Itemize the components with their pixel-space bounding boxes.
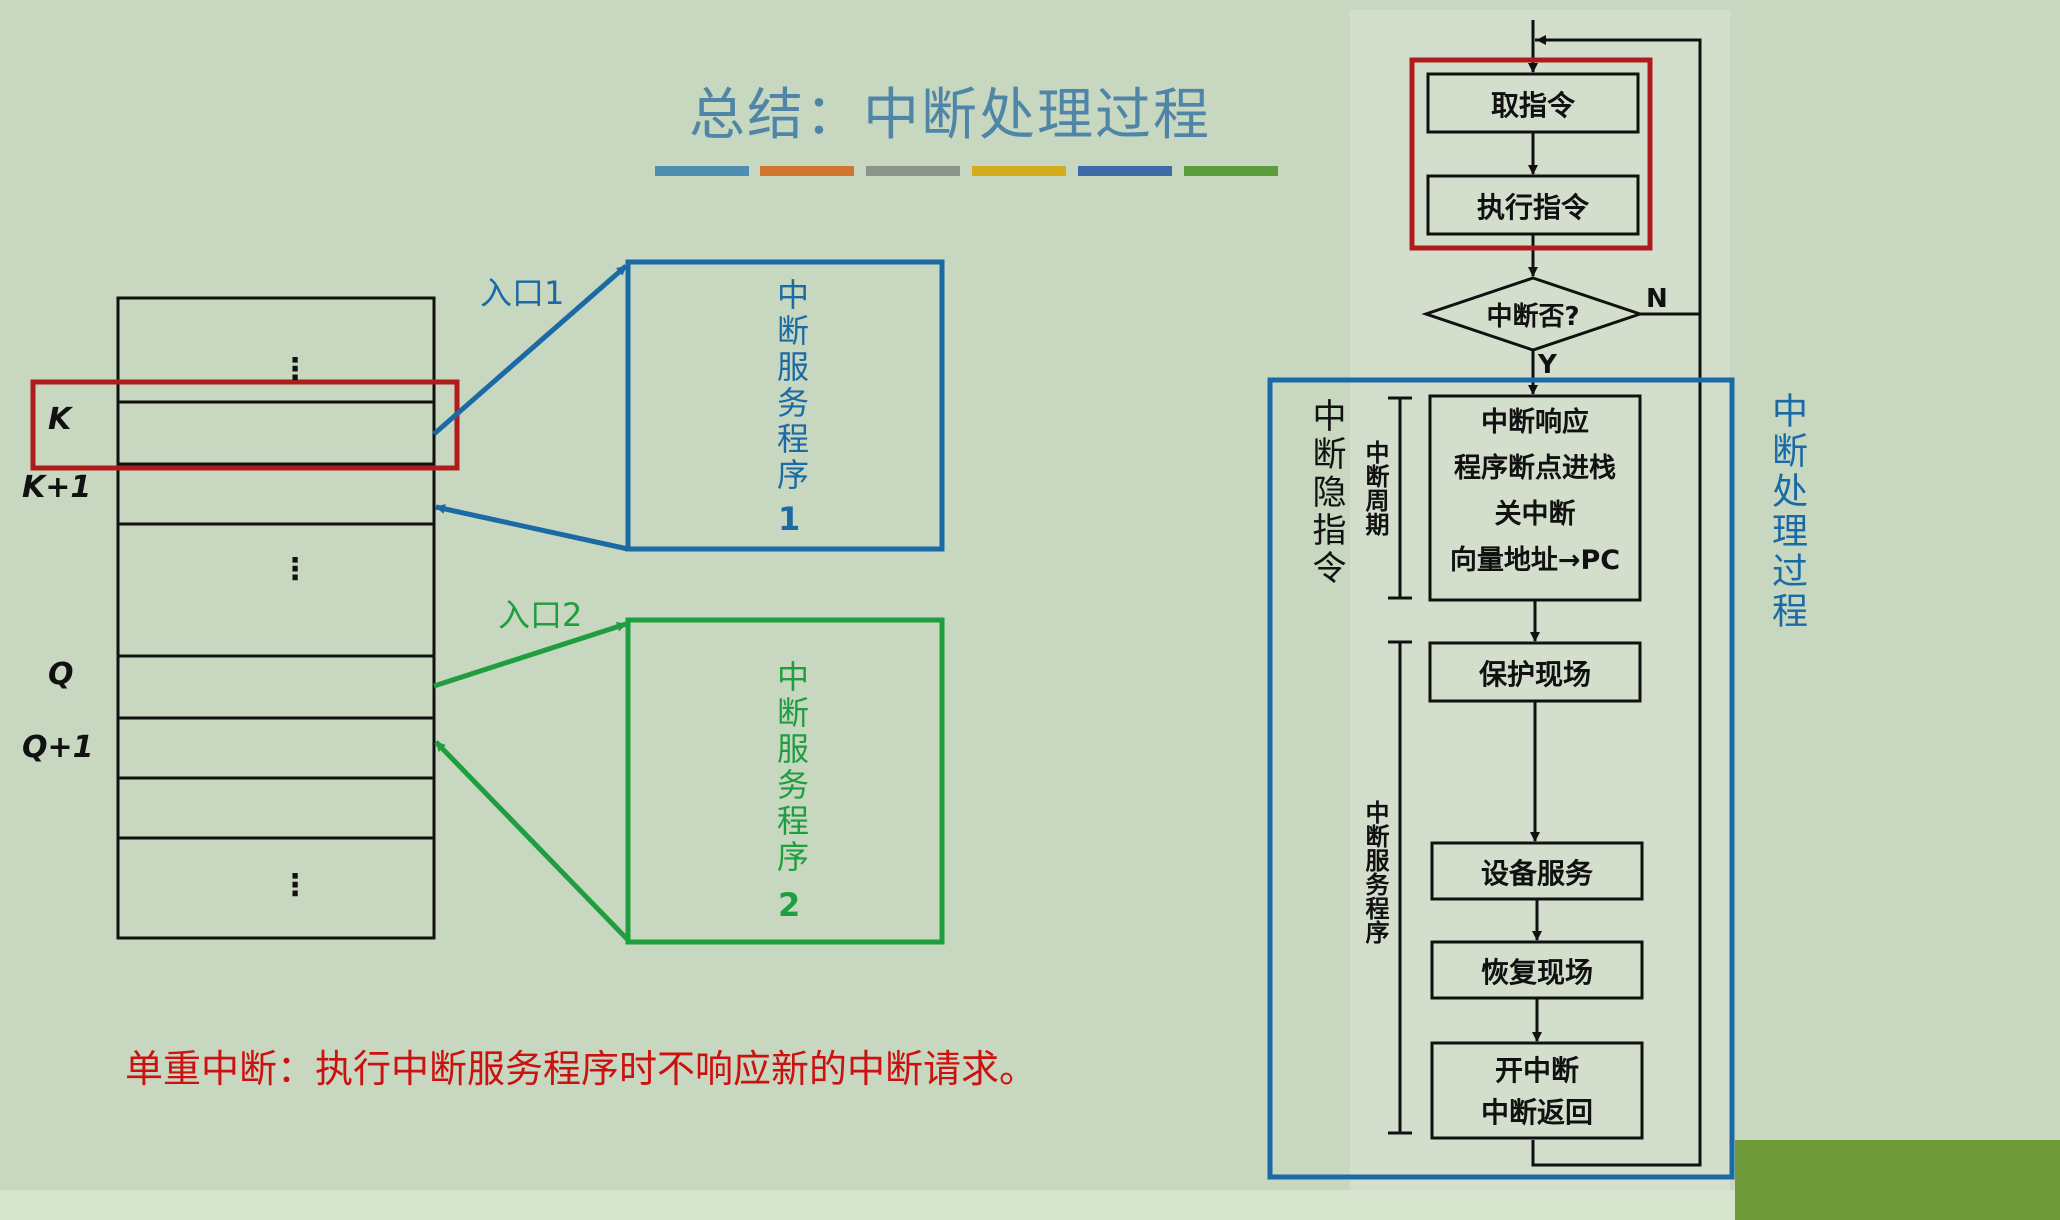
title-color-bar bbox=[655, 166, 749, 176]
cycle-line: 向量地址→PC bbox=[1449, 545, 1621, 576]
interrupt-process-highlight bbox=[1267, 377, 1735, 1180]
return1-arrow bbox=[435, 504, 629, 552]
return2-arrow bbox=[434, 740, 630, 942]
decision-no-label: N bbox=[1646, 284, 1668, 314]
decision-yes-label: Y bbox=[1538, 350, 1557, 380]
fetch-execute-highlight bbox=[1409, 57, 1653, 251]
cycle-line: 关中断 bbox=[1494, 499, 1576, 530]
isr2-number: 2 bbox=[778, 886, 801, 924]
title-color-bar bbox=[972, 166, 1066, 176]
ellipsis-bottom: ⋮ bbox=[280, 868, 310, 903]
save-context-box: 保护现场 bbox=[1478, 658, 1591, 691]
device-service-box: 设备服务 bbox=[1480, 857, 1593, 890]
entry2-arrow bbox=[433, 621, 627, 689]
k-highlight-box bbox=[30, 379, 460, 471]
entry1-label: 入口1 bbox=[480, 274, 565, 312]
fetch-instruction-box: 取指令 bbox=[1490, 89, 1575, 122]
footer-strip bbox=[0, 1190, 2060, 1220]
isr1-box bbox=[625, 259, 945, 552]
interrupt-service-label: 中断服务程序 bbox=[1361, 800, 1389, 944]
interrupt-cycle-label: 中断周期 bbox=[1361, 440, 1389, 536]
corner-accent-block bbox=[1735, 1140, 2060, 1220]
label-k-plus-1: K+1 bbox=[22, 470, 92, 505]
interrupt-process-label: 中断处理过程 bbox=[1766, 392, 1807, 632]
return-line: 开中断 bbox=[1494, 1054, 1579, 1087]
restore-context-box: 恢复现场 bbox=[1480, 956, 1593, 989]
isr2-title: 中断服务程序 bbox=[772, 660, 810, 876]
memory-table bbox=[116, 296, 436, 940]
title-color-bar bbox=[866, 166, 960, 176]
return-box: 开中断 中断返回 bbox=[1432, 1050, 1642, 1134]
flow-arrows bbox=[1528, 20, 1700, 1042]
title-color-bar bbox=[760, 166, 854, 176]
cycle-line: 程序断点进栈 bbox=[1454, 453, 1616, 484]
cycle-line: 中断响应 bbox=[1481, 407, 1589, 438]
slide-title: 总结：中断处理过程 bbox=[689, 83, 1211, 148]
isr2-box bbox=[625, 617, 945, 945]
ellipsis-top: ⋮ bbox=[280, 352, 310, 387]
entry2-label: 入口2 bbox=[498, 596, 583, 634]
label-q-plus-1: Q+1 bbox=[22, 730, 94, 765]
single-interrupt-note: 单重中断：执行中断服务程序时不响应新的中断请求。 bbox=[125, 1047, 1038, 1091]
isr1-number: 1 bbox=[778, 500, 801, 538]
ellipsis-middle: ⋮ bbox=[280, 552, 310, 587]
isr1-title: 中断服务程序 bbox=[772, 278, 810, 494]
title-color-bar bbox=[1184, 166, 1278, 176]
return-line: 中断返回 bbox=[1480, 1096, 1593, 1129]
execute-instruction-box: 执行指令 bbox=[1476, 191, 1589, 224]
label-k: K bbox=[48, 402, 72, 437]
hidden-instruction-label: 中断隐指令 bbox=[1306, 398, 1346, 588]
entry1-arrow bbox=[432, 264, 628, 436]
interrupt-cycle-box: 中断响应 程序断点进栈 关中断 向量地址→PC bbox=[1430, 400, 1640, 584]
title-color-bar bbox=[1078, 166, 1172, 176]
label-q: Q bbox=[48, 657, 74, 692]
interrupt-decision: 中断否? bbox=[1486, 302, 1580, 332]
